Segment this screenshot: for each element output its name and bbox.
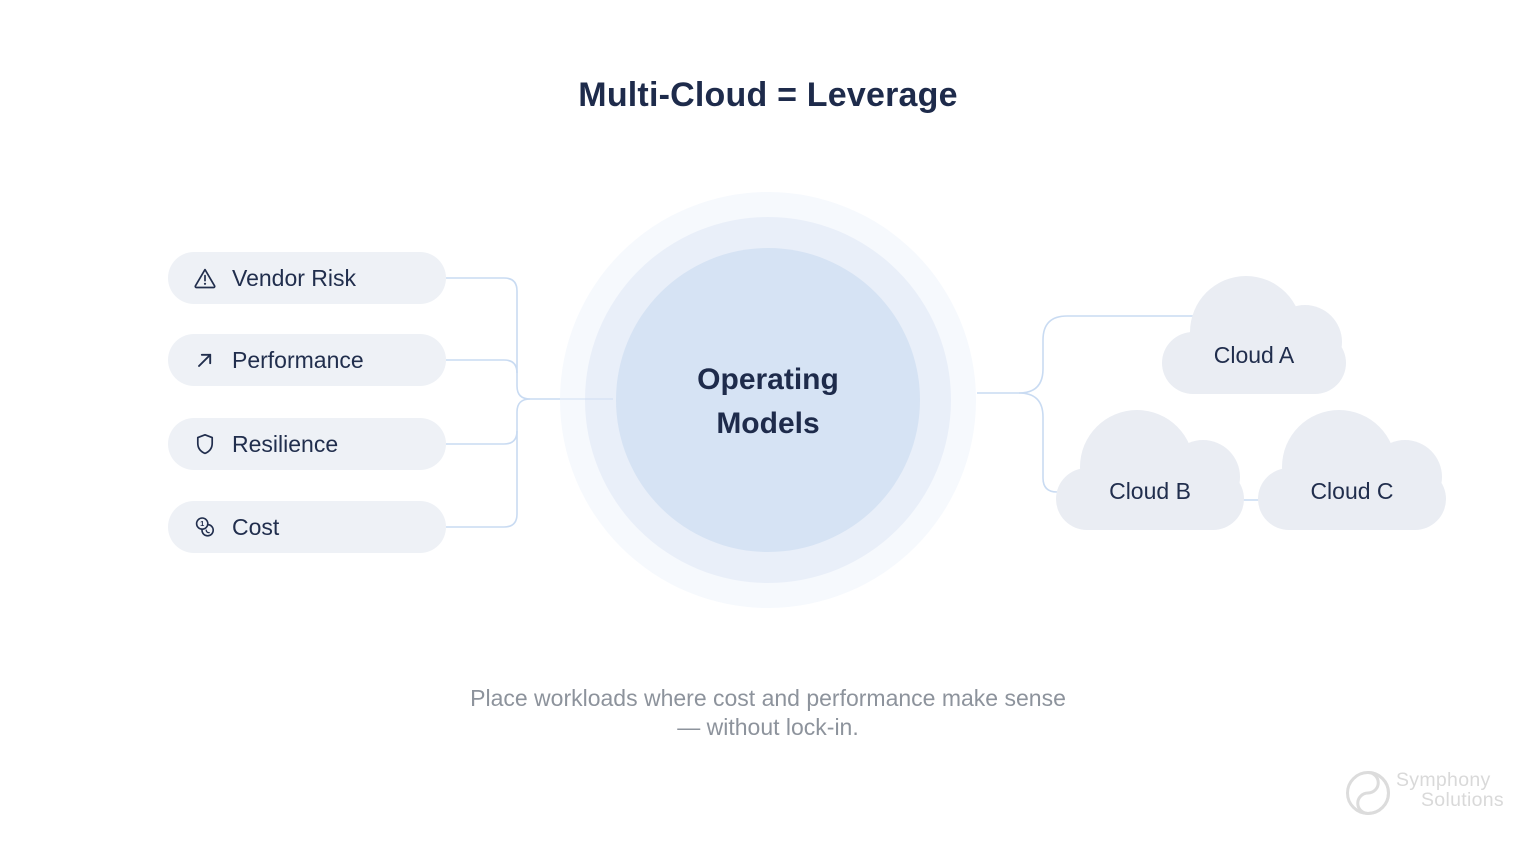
factor-label: Performance: [232, 346, 364, 373]
logo-wordmark: Symphony Solutions: [1396, 770, 1504, 810]
logo-line2: Solutions: [1421, 789, 1504, 811]
cloud-body: [1258, 468, 1446, 530]
connector-resilience: [446, 430, 518, 445]
connector-performance: [446, 359, 518, 374]
factor-label: Vendor Risk: [232, 264, 357, 291]
cloud-label: Cloud B: [1109, 478, 1191, 504]
cloud-label: Cloud C: [1310, 478, 1394, 504]
factor-pill-cost: 1 Cost: [168, 501, 446, 553]
connector-cloud-b: [1018, 392, 1100, 493]
center-node-label: Operating Models: [697, 363, 839, 440]
coins-icon: 1: [195, 517, 214, 537]
factor-pill-resilience: Resilience: [168, 418, 446, 470]
cloud-label: Cloud A: [1213, 342, 1295, 368]
factor-pill-performance: Performance: [168, 334, 446, 386]
cloud-body: [1056, 468, 1244, 530]
connector-cost: [446, 398, 531, 528]
symphony-solutions-logo: Symphony Solutions: [1345, 770, 1504, 816]
factor-label: Cost: [232, 513, 280, 540]
logo-line1: Symphony: [1396, 769, 1491, 791]
cloud-node-b: Cloud B: [1056, 410, 1244, 530]
connector-lines: [446, 277, 1275, 528]
center-circles: [560, 192, 976, 608]
cloud-node-a: Cloud A: [1162, 276, 1346, 394]
inner-circle: [616, 248, 920, 552]
cloud-node-c: Cloud C: [1258, 410, 1446, 530]
caption-text: Place workloads where cost and performan…: [470, 685, 1066, 740]
cloud-body: [1162, 332, 1346, 394]
warning-triangle-icon: [194, 268, 216, 289]
page-title: Multi-Cloud = Leverage: [578, 76, 958, 114]
factor-pill-vendor-risk: Vendor Risk: [168, 252, 446, 304]
connector-cloud-a: [977, 315, 1205, 394]
factor-label: Resilience: [232, 430, 339, 457]
connector-vendor-risk: [446, 277, 614, 400]
shield-icon: [196, 433, 214, 455]
arrow-up-right-icon: [198, 353, 212, 367]
svg-text:1: 1: [200, 519, 204, 528]
logo-s-swirl-icon: [1346, 771, 1390, 816]
